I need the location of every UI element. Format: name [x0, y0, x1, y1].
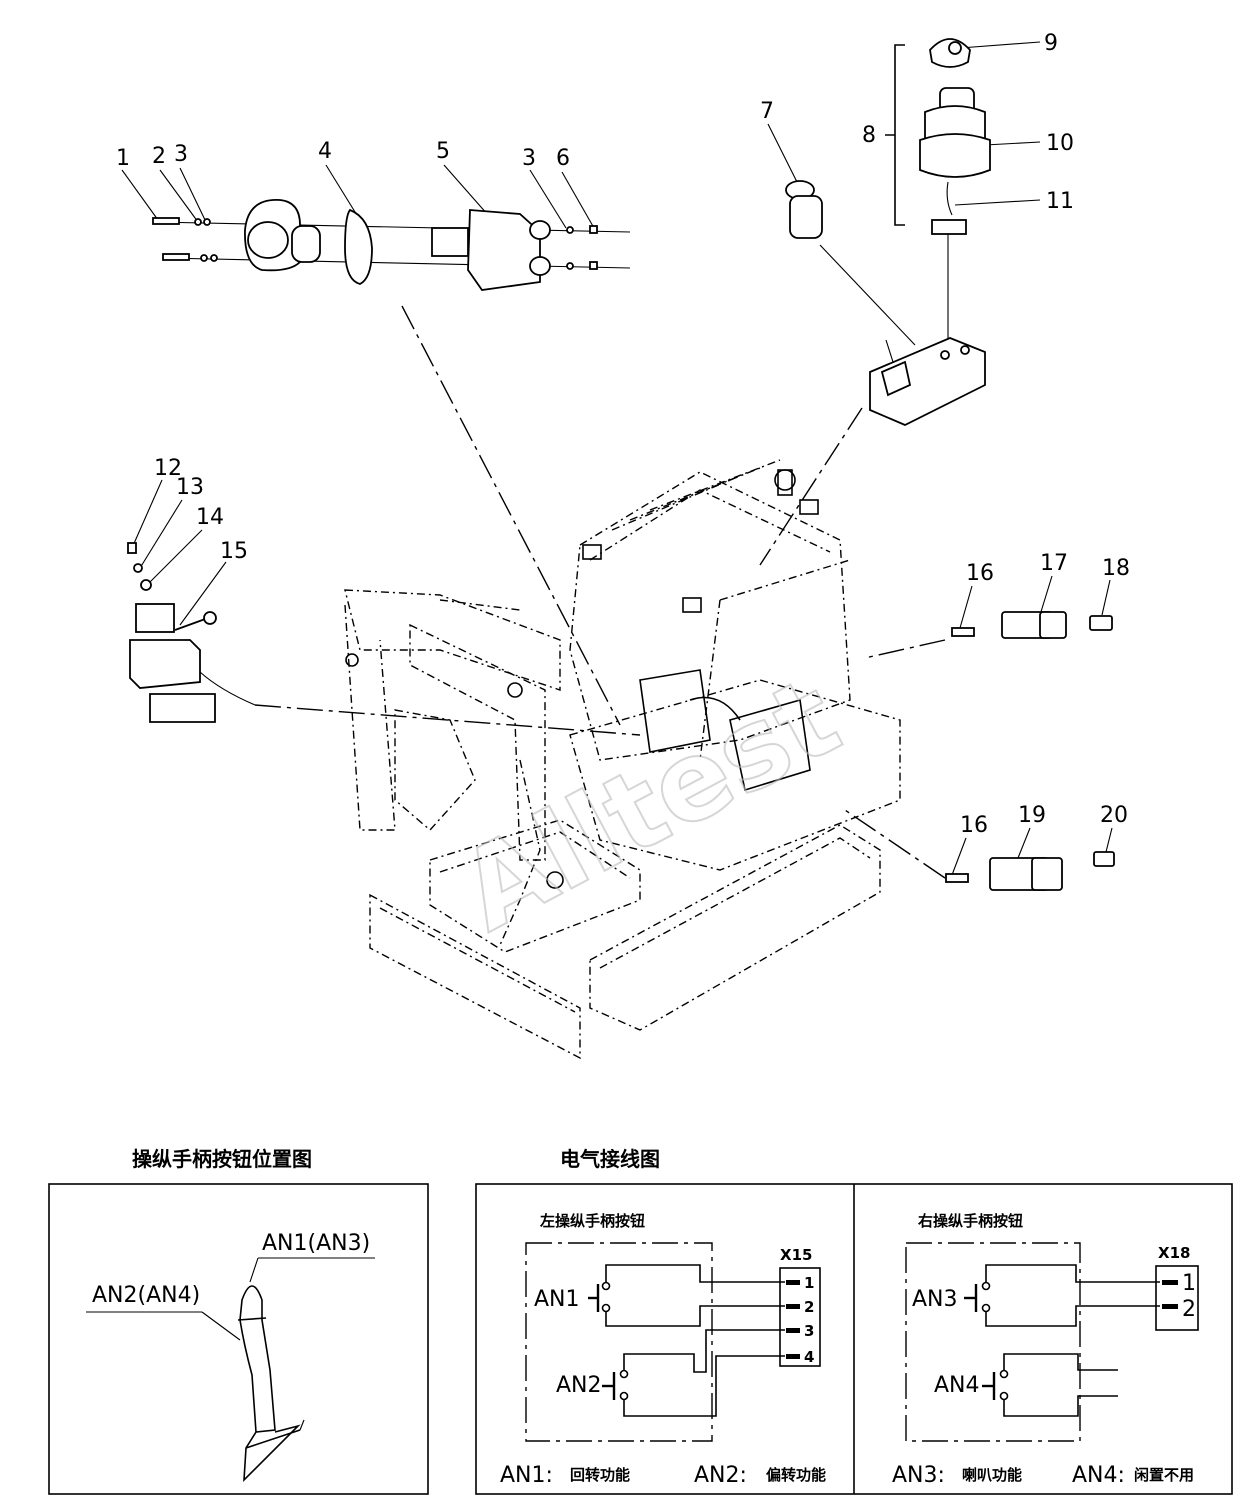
callout-18: 18	[1102, 556, 1130, 581]
callout-leaders	[121, 41, 1113, 876]
left-legend-an2-text: 偏转功能	[766, 1466, 826, 1484]
callout-10: 10	[1046, 131, 1074, 156]
callout-4: 4	[318, 139, 332, 164]
callout-7: 7	[760, 99, 774, 124]
left-pin-3: 3	[804, 1322, 814, 1340]
callout-19: 19	[1018, 803, 1046, 828]
callout-20: 20	[1100, 803, 1128, 828]
left-handle-wiring: 左操纵手柄按钮 AN1 AN2 X15 1 2 3 4 AN1:	[500, 1212, 826, 1488]
joystick-drawing: AN1(AN3) AN2(AN4)	[86, 1231, 375, 1483]
joystick-panel-title: 操纵手柄按钮位置图	[132, 1147, 312, 1171]
projection-lines	[254, 305, 946, 879]
wiring-panel-title: 电气接线图	[560, 1147, 660, 1171]
left-legend-an1-text: 回转功能	[570, 1466, 630, 1484]
joystick-panel-frame	[48, 1183, 429, 1495]
connectors-16-20	[945, 611, 1115, 891]
callout-8: 8	[862, 123, 876, 148]
right-legend-an3-text: 喇叭功能	[962, 1466, 1022, 1484]
right-legend-an4-text: 闲置不用	[1134, 1466, 1194, 1484]
key-switch-9-11	[919, 38, 991, 235]
left-handle-title: 左操纵手柄按钮	[539, 1212, 645, 1230]
callout-11: 11	[1046, 189, 1074, 214]
callout-numbers: 1 2 3 4 5 3 6 7 8 9 10 11 12 13 14 15 16…	[116, 31, 1130, 838]
callout-1: 1	[116, 146, 130, 171]
control-box	[869, 337, 986, 426]
left-pin-4: 4	[804, 1348, 814, 1366]
horn-button-7	[785, 180, 949, 346]
right-connector-label: X18	[1158, 1244, 1190, 1262]
callout-5: 5	[436, 139, 450, 164]
brace-8	[885, 44, 905, 226]
left-btn-an1: AN1	[534, 1287, 580, 1312]
left-legend-an1-code: AN1:	[500, 1463, 553, 1488]
callout-13: 13	[176, 475, 204, 500]
callout-9: 9	[1044, 31, 1058, 56]
callout-16: 16	[966, 561, 994, 586]
callout-15: 15	[220, 539, 248, 564]
callout-12: 12	[154, 456, 182, 481]
callout-16b: 16	[960, 813, 988, 838]
joystick-label-an1: AN1(AN3)	[262, 1231, 370, 1256]
side-switch-12-15	[127, 542, 256, 723]
switch-exploded-parts	[152, 199, 631, 291]
left-btn-an2: AN2	[556, 1373, 602, 1398]
left-connector-label: X15	[780, 1246, 812, 1264]
right-pin-2: 2	[1182, 1297, 1196, 1322]
callout-3: 3	[174, 142, 188, 167]
right-handle-wiring: 右操纵手柄按钮 AN3 AN4 X18 1 2 AN3: 喇叭功能 AN4: 闲…	[892, 1212, 1199, 1488]
left-legend-an2-code: AN2:	[694, 1463, 747, 1488]
excavator	[344, 459, 901, 1060]
joystick-label-an2: AN2(AN4)	[92, 1283, 200, 1308]
left-connector-pins: 1 2 3 4	[786, 1274, 814, 1366]
callout-2: 2	[152, 144, 166, 169]
right-legend-an3-code: AN3:	[892, 1463, 945, 1488]
right-legend-an4-code: AN4:	[1072, 1463, 1125, 1488]
watermark: Alltest	[440, 652, 858, 956]
right-pin-1: 1	[1182, 1271, 1196, 1296]
right-btn-an3: AN3	[912, 1287, 958, 1312]
right-btn-an4: AN4	[934, 1373, 980, 1398]
callout-14: 14	[196, 505, 224, 530]
left-pin-1: 1	[804, 1274, 814, 1292]
right-connector-pins: 1 2	[1162, 1271, 1196, 1322]
right-handle-title: 右操纵手柄按钮	[918, 1212, 1023, 1230]
callout-3b: 3	[522, 146, 536, 171]
callout-17: 17	[1040, 551, 1068, 576]
left-pin-2: 2	[804, 1298, 814, 1316]
callout-6: 6	[556, 146, 570, 171]
